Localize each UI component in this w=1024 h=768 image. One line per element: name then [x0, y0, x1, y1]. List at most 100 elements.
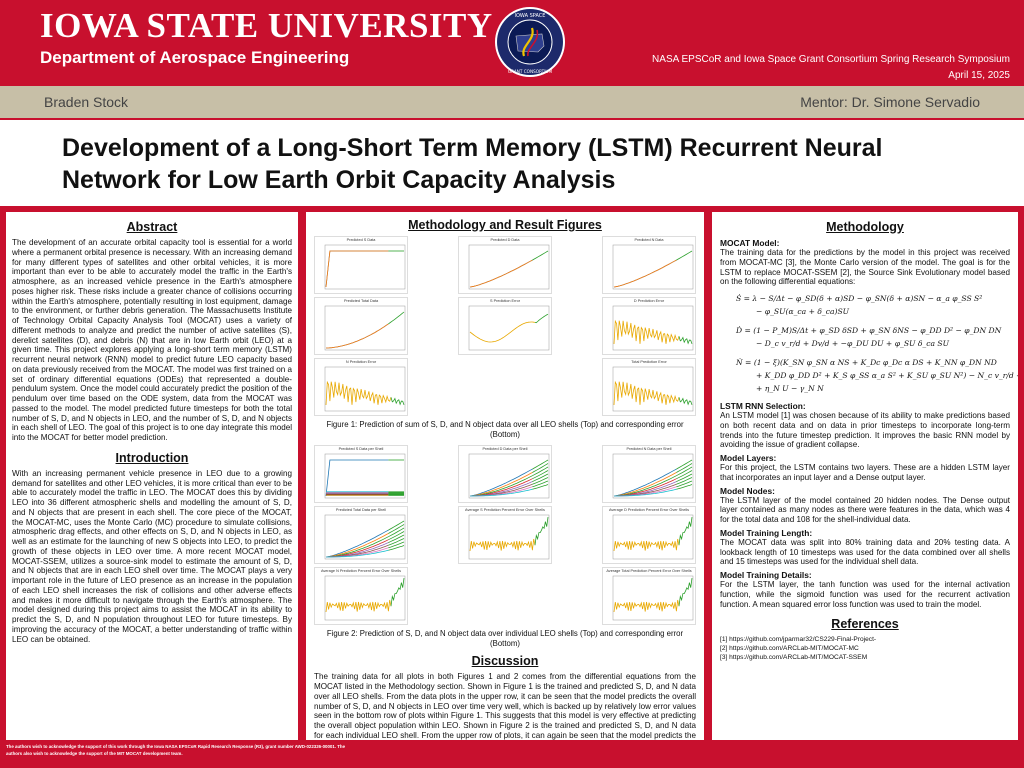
fig2-plot-1: Predicted S Data per Shell [314, 445, 408, 504]
fig2-plot-8: Average Total Prediction Percent Error O… [602, 567, 696, 626]
poster-title: Development of a Long-Short Term Memory … [62, 134, 883, 194]
plot-frame [324, 244, 406, 290]
plot-canvas [468, 244, 550, 290]
references-list: [1] https://github.com/jparmar32/CS229-F… [720, 635, 1010, 662]
series-actual [469, 468, 533, 497]
series-error-test [678, 578, 693, 607]
series-test [676, 473, 693, 483]
symposium-name: NASA EPSCoR and Iowa Space Grant Consort… [652, 54, 1010, 65]
fig2-plot-4: Predicted Total Data per Shell [314, 506, 408, 565]
training-length-label: Model Training Length: [720, 527, 813, 538]
introduction-heading: Introduction [115, 450, 189, 465]
plot-title: Average Total Prediction Percent Error O… [606, 569, 692, 574]
series-actual [469, 259, 533, 288]
abstract-heading: Abstract [126, 220, 178, 234]
equation-n: Ṅ = (1 − ξ)(K_SN φ_SN α NS + K_Dc φ_Dc α… [736, 356, 1018, 395]
logo-ring-top: IOWA SPACE [515, 13, 546, 19]
series-error-train [325, 380, 392, 406]
series-actual [470, 488, 533, 497]
series-actual [325, 533, 389, 558]
abstract-text: The development of an accurate orbital c… [12, 238, 292, 442]
figure-2-caption: Figure 2: Prediction of S, D, and N obje… [326, 629, 684, 648]
introduction-text: With an increasing permanent vehicle pre… [12, 468, 292, 644]
equation-n-line-2: + K_DD φ_DD D² + K_S φ_SS α_a S² + K_SU … [756, 371, 1018, 380]
series-error-train [325, 600, 392, 613]
plot-frame [324, 305, 406, 351]
reference-3[interactable]: [3] https://github.com/ARCLab-MIT/MOCAT-… [720, 654, 868, 662]
series-error-test [678, 397, 693, 406]
series-train [469, 259, 533, 288]
equation-s: Ṡ = λ − S/Δt − φ_SD(δ + α)SD − φ_SN(δ + … [736, 292, 1010, 318]
plot-title: Average D Prediction Percent Error Over … [608, 508, 690, 513]
series-error-test [534, 517, 549, 546]
references-heading: References [831, 617, 899, 632]
series-test [532, 466, 549, 477]
series-test [676, 466, 693, 477]
series-train [326, 323, 389, 349]
series-error-train [613, 539, 680, 552]
plot-canvas [324, 514, 406, 560]
series-test [676, 480, 693, 488]
series-test [676, 470, 693, 480]
plot-canvas [612, 305, 694, 351]
equation-d-line-2: − D_c v_r/d + Dv/d + −φ_DU DU + φ_SU δ_c… [756, 339, 949, 348]
methodology-heading: Methodology [826, 220, 904, 234]
plot-canvas [468, 453, 550, 499]
mocat-text: The training data for the predictions by… [720, 248, 1010, 287]
fig1-plot-7: N Prediction Error [314, 358, 408, 416]
plot-frame [324, 575, 406, 621]
plot-title: N Prediction Error [345, 360, 377, 364]
training-length-text: The MOCAT data was split into 80% traini… [720, 537, 1010, 567]
plot-title: Average N Prediction Percent Error Over … [320, 569, 402, 574]
plot-title: Predicted D Data [490, 238, 520, 242]
poster-header: IOWA STATE UNIVERSITY Department of Aero… [0, 0, 1024, 84]
series-test [676, 459, 693, 470]
series-actual [614, 488, 677, 497]
department-name: Department of Aerospace Engineering [40, 48, 350, 67]
plot-canvas [324, 453, 406, 499]
equation-s-line-2: − φ_SU(α_ca + δ_ca)SU [756, 307, 850, 316]
series-error-test [534, 313, 549, 324]
reference-1[interactable]: [1] https://github.com/jparmar32/CS229-F… [720, 636, 877, 644]
plot-frame [468, 514, 550, 560]
fig1-plot-5: S Prediction Error [458, 297, 552, 355]
series-test [388, 520, 405, 531]
equation-n-line-3: + η_N U − γ_N N [756, 384, 824, 393]
equation-s-line-1: Ṡ = λ − S/Δt − φ_SD(δ + α)SD − φ_SN(δ + … [736, 294, 983, 303]
series-test [388, 311, 405, 325]
lstm-text: An LSTM model [1] was chosen because of … [720, 411, 1010, 450]
reference-2[interactable]: [2] https://github.com/ARCLab-MIT/MOCAT-… [720, 645, 859, 653]
series-actual [326, 549, 389, 558]
series-test [388, 534, 405, 544]
figure-1-caption: Figure 1: Prediction of sum of S, D, and… [326, 420, 684, 439]
plot-frame [612, 575, 694, 621]
series-error-train [469, 321, 536, 343]
series-error-test [678, 336, 693, 345]
training-details-label: Model Training Details: [720, 570, 812, 580]
series-test [676, 484, 693, 490]
nodes-label: Model Nodes: [720, 485, 775, 496]
series-actual [469, 472, 533, 497]
fig2-plot-3: Predicted N Data per Shell [602, 445, 696, 504]
plot-canvas [468, 305, 550, 351]
series-test [532, 459, 549, 470]
discussion-text: The training data for all plots in both … [314, 672, 696, 740]
series-error-train [613, 319, 680, 345]
plot-title: Predicted Total Data [343, 299, 379, 303]
plot-frame [324, 453, 406, 499]
series-test [532, 473, 549, 483]
plot-frame [324, 514, 406, 560]
series-actual [613, 259, 677, 288]
series-test [388, 545, 405, 551]
plot-title: Predicted N Data [634, 238, 664, 242]
plot-canvas [612, 366, 694, 412]
lstm-label: LSTM RNN Selection: [720, 401, 806, 411]
series-test [676, 463, 693, 474]
series-test [388, 531, 405, 541]
plot-title: D Prediction Error [633, 299, 665, 303]
series-error-test [390, 397, 405, 406]
series-test [532, 484, 549, 490]
fig1-plot-6: D Prediction Error [602, 297, 696, 355]
plot-frame [612, 514, 694, 560]
plot-canvas [612, 575, 694, 621]
